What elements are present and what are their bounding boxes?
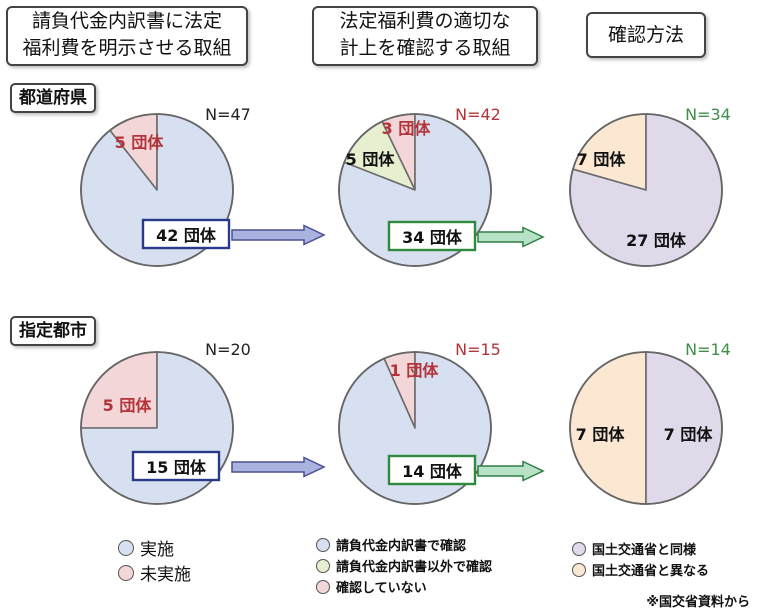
flow-arrow-icon: [231, 456, 326, 478]
slice-label: 5 団体: [115, 133, 165, 152]
sample-size-label: N=47: [205, 105, 251, 124]
sample-size-label: N=20: [205, 340, 251, 359]
legend-item: 未実施: [118, 560, 191, 585]
legend-confirmation: 請負代金内訳書で確認 請負代金内訳書以外で確認 確認していない: [316, 534, 492, 597]
legend-item: 国土交通省と同様: [572, 538, 709, 559]
legend-item: 国土交通省と異なる: [572, 559, 709, 580]
sample-size-label: N=15: [455, 340, 501, 359]
header-requirement-line1: 請負代金内訳書に法定: [31, 10, 222, 32]
slice-label: 3 団体: [382, 119, 432, 138]
legend-item: 実施: [118, 535, 191, 560]
pie-outline: [569, 351, 723, 505]
legend-item: 請負代金内訳書で確認: [316, 534, 492, 555]
slice-label-box: [141, 218, 231, 250]
legend-item: 確認していない: [316, 576, 492, 597]
header-requirement-line2: 福利費を明示させる取組: [22, 37, 232, 59]
legend-label: 実施: [140, 540, 174, 560]
header-confirmation-line1: 法定福利費の適切な: [339, 10, 511, 32]
slice-label-box: [387, 220, 477, 252]
header-requirement: 請負代金内訳書に法定 福利費を明示させる取組: [6, 6, 248, 66]
slice-label: 5 団体: [346, 150, 396, 169]
legend-label: 国土交通省と同様: [592, 543, 697, 558]
pie-slice: [80, 351, 158, 429]
legend-swatch-icon: [572, 541, 586, 556]
header-method: 確認方法: [586, 12, 706, 58]
flow-arrow-icon: [477, 460, 545, 482]
pie-outline: [569, 113, 723, 267]
pie-outline: [338, 351, 492, 505]
slice-label-box: [131, 450, 221, 482]
slice-label: 15 団体: [146, 458, 207, 477]
source-note: ※国交省資料から: [646, 595, 750, 610]
pie-outline: [80, 351, 234, 505]
sample-size-label: N=14: [685, 340, 731, 359]
flow-arrow-icon: [477, 226, 545, 248]
header-confirmation: 法定福利費の適切な 計上を確認する取組: [312, 6, 538, 66]
legend-label: 未実施: [140, 565, 191, 585]
slice-label: 7 団体: [576, 425, 626, 444]
legend-label: 請負代金内訳書で確認: [336, 539, 467, 554]
slice-label-box: [387, 454, 477, 486]
legend-swatch-icon: [572, 562, 586, 577]
legend-swatch-icon: [316, 558, 330, 573]
slice-label: 5 団体: [103, 396, 153, 415]
legend-swatch-icon: [316, 579, 330, 594]
slice-label: 7 団体: [664, 425, 714, 444]
slice-label: 1 団体: [390, 361, 440, 380]
legend-label: 国土交通省と異なる: [592, 564, 710, 579]
flow-arrow-icon: [231, 224, 326, 246]
legend-label: 確認していない: [336, 581, 427, 596]
legend-implementation: 実施 未実施: [118, 535, 191, 585]
header-confirmation-line2: 計上を確認する取組: [339, 37, 511, 59]
legend-swatch-icon: [316, 537, 330, 552]
slice-label: 42 団体: [156, 226, 217, 245]
slice-label: 34 団体: [402, 228, 463, 247]
slice-label: 14 団体: [402, 462, 463, 481]
legend-item: 請負代金内訳書以外で確認: [316, 555, 492, 576]
legend-method: 国土交通省と同様 国土交通省と異なる: [572, 538, 709, 580]
legend-swatch-icon: [118, 564, 134, 581]
slice-label: 7 団体: [577, 150, 627, 169]
slice-label: 27 団体: [626, 231, 687, 250]
section-label-designated-cities: 指定都市: [10, 316, 96, 346]
header-method-line1: 確認方法: [607, 24, 684, 46]
section-label-prefectures: 都道府県: [10, 83, 96, 113]
pie-outline: [338, 113, 492, 267]
sample-size-label: N=34: [685, 105, 731, 124]
legend-label: 請負代金内訳書以外で確認: [336, 560, 493, 575]
sample-size-label: N=42: [455, 105, 501, 124]
legend-swatch-icon: [118, 539, 134, 556]
pie-outline: [80, 113, 234, 267]
